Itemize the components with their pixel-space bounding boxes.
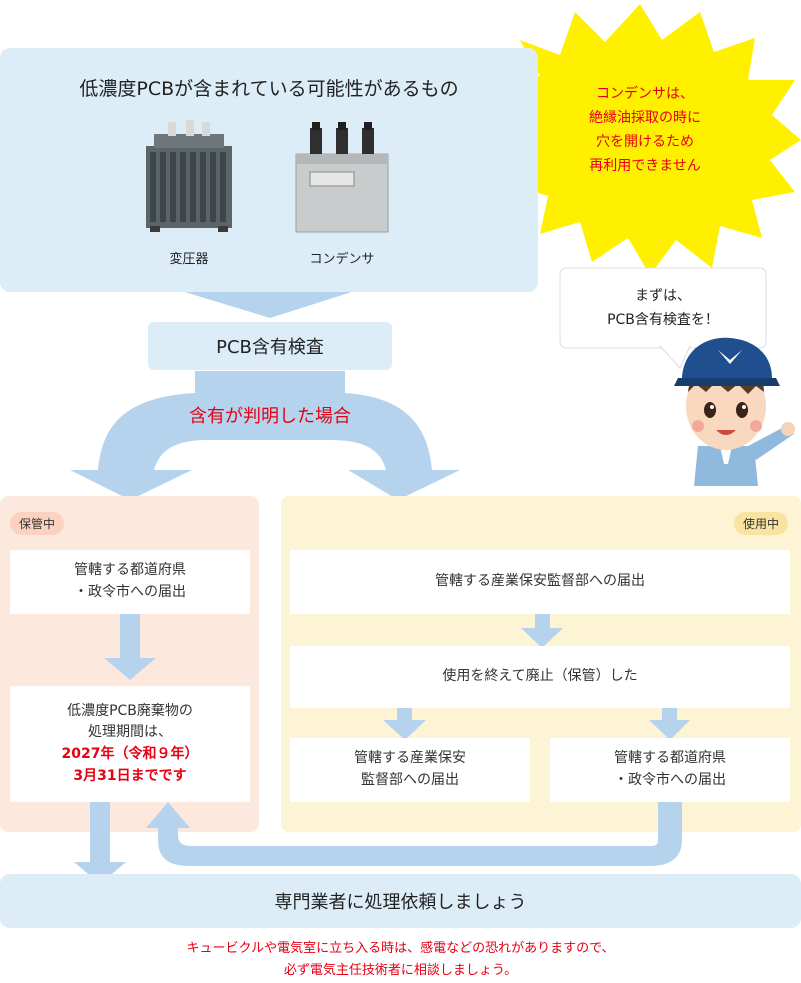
deadline-line: 低濃度PCB廃棄物の [67, 702, 193, 719]
storage-down-arrow [104, 614, 156, 680]
transformer-icon [140, 118, 238, 236]
capacitor-label: コンデンサ [309, 252, 375, 267]
inuse-tag: 使用中 [734, 512, 789, 535]
transformer-label: 変圧器 [169, 252, 209, 267]
branch-label: 含有が判明した場合 [150, 402, 390, 428]
safety-note-line: キュービクルや電気室に立ち入る時は、感電などの恐れがありますので、 [186, 941, 615, 956]
inuse-down-arrow-3 [649, 708, 690, 740]
capacitor-icon [288, 118, 396, 236]
inuse-box4-line: ・政令市への届出 [614, 772, 726, 788]
inuse-prefecture-box: 管轄する都道府県 ・政令市への届出 [550, 738, 790, 802]
safety-note-line: 必ず電気主任技術者に相談しましょう。 [283, 963, 518, 978]
bottom-bar: 専門業者に処理依頼しましょう [274, 892, 527, 913]
inuse-abolished-box: 使用を終えて廃止（保管）した [290, 646, 790, 708]
storage-tag: 保管中 [10, 512, 65, 535]
speech-bubble-text: まずは、 PCB含有検査を！ [560, 284, 766, 332]
inuse-box3-line: 監督部への届出 [361, 772, 459, 788]
storage-deadline-box: 低濃度PCB廃棄物の 処理期間は、 2027年（令和９年） 3月31日までです [10, 686, 250, 802]
safety-note: キュービクルや電気室に立ち入る時は、感電などの恐れがありますので、 必ず電気主任… [0, 938, 801, 982]
burst-line: 絶縁油採取の時に [589, 110, 701, 126]
storage-box1-line: 管轄する都道府県 [74, 562, 186, 579]
speech-line: まずは、 [635, 288, 691, 304]
inspection-box: PCB含有検査 [148, 322, 392, 370]
deadline-date: 2027年（令和９年） [61, 746, 199, 762]
inuse-down-arrow-1 [521, 614, 563, 648]
branch-label-text: 含有が判明した場合 [189, 406, 351, 427]
return-loop-arrow [146, 802, 682, 866]
burst-line: コンデンサは、 [596, 86, 694, 102]
split-arrow [70, 371, 460, 500]
bottom-bar-bg [0, 874, 801, 928]
down-arrow-top [178, 290, 358, 318]
inuse-box3-line: 管轄する産業保安 [354, 750, 466, 767]
deadline-line: 処理期間は、 [88, 724, 172, 741]
burst-text: コンデンサは、 絶縁油採取の時に 穴を開けるため 再利用できません [520, 82, 770, 178]
inuse-down-arrow-2 [383, 708, 426, 740]
inuse-security-box: 管轄する産業保安 監督部への届出 [290, 738, 530, 802]
storage-box1-line: ・政令市への届出 [74, 584, 186, 600]
speech-line: PCB含有検査を！ [607, 312, 719, 328]
top-panel [0, 48, 538, 292]
burst-line: 再利用できません [589, 158, 701, 174]
burst-shape [492, 4, 801, 275]
storage-notification-box: 管轄する都道府県 ・政令市への届出 [10, 550, 250, 614]
inuse-notification-box: 管轄する産業保安監督部への届出 [290, 550, 790, 614]
deadline-date: 3月31日までです [73, 767, 187, 784]
burst-line: 穴を開けるため [596, 134, 694, 150]
mascot-character [668, 334, 798, 486]
top-panel-title: 低濃度PCBが含まれている可能性があるもの [79, 78, 459, 100]
storage-out-arrow [74, 802, 126, 884]
inuse-box4-line: 管轄する都道府県 [614, 750, 726, 767]
